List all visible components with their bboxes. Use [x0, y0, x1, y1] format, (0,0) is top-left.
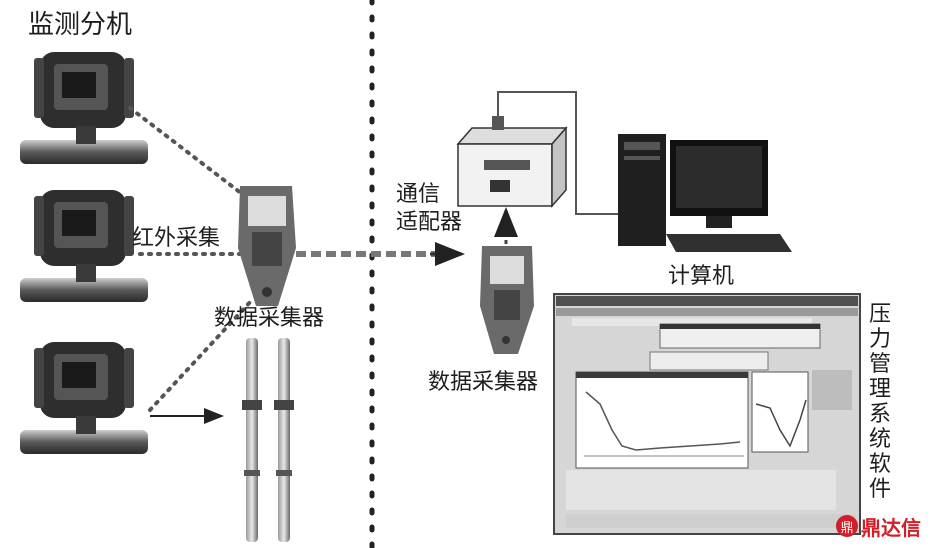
- monitor-unit: [20, 190, 148, 302]
- watermark-logo: 鼎 鼎达信: [836, 512, 921, 540]
- label-software-char: 压: [868, 302, 891, 327]
- monitor-unit: [20, 342, 148, 454]
- label-software-char: 统: [868, 427, 891, 452]
- label-software-char: 软: [868, 452, 891, 477]
- label-computer: 计算机: [668, 264, 735, 289]
- label-adapter-line1: 通信: [396, 182, 441, 207]
- label-collector-left: 数据采集器: [214, 306, 325, 331]
- label-software: 压 力 管 理 系 统 软 件: [868, 302, 892, 502]
- logo-text: 鼎达信: [861, 515, 921, 540]
- label-software-char: 系: [868, 402, 891, 427]
- probe-rod: [242, 338, 262, 542]
- handheld-collector-left: [238, 186, 296, 306]
- label-software-char: 力: [868, 327, 891, 352]
- logo-mark-icon: 鼎: [836, 515, 858, 537]
- label-monitor-units: 监测分机: [28, 10, 133, 40]
- software-screenshot: [553, 293, 861, 535]
- infrared-link: [148, 298, 254, 412]
- probe-rod: [274, 338, 294, 542]
- handheld-collector-right: [480, 246, 534, 354]
- label-software-char: 管: [868, 352, 891, 377]
- label-software-char: 件: [868, 477, 891, 502]
- label-infrared: 红外采集: [132, 226, 221, 251]
- monitor-unit: [20, 52, 148, 164]
- label-collector-right: 数据采集器: [428, 370, 539, 395]
- computer: [618, 134, 792, 252]
- label-adapter-line2: 适配器: [396, 210, 463, 235]
- label-software-char: 理: [868, 377, 891, 402]
- infrared-link: [128, 106, 252, 202]
- comm-adapter: [456, 116, 568, 208]
- adapter-cable: [497, 91, 626, 215]
